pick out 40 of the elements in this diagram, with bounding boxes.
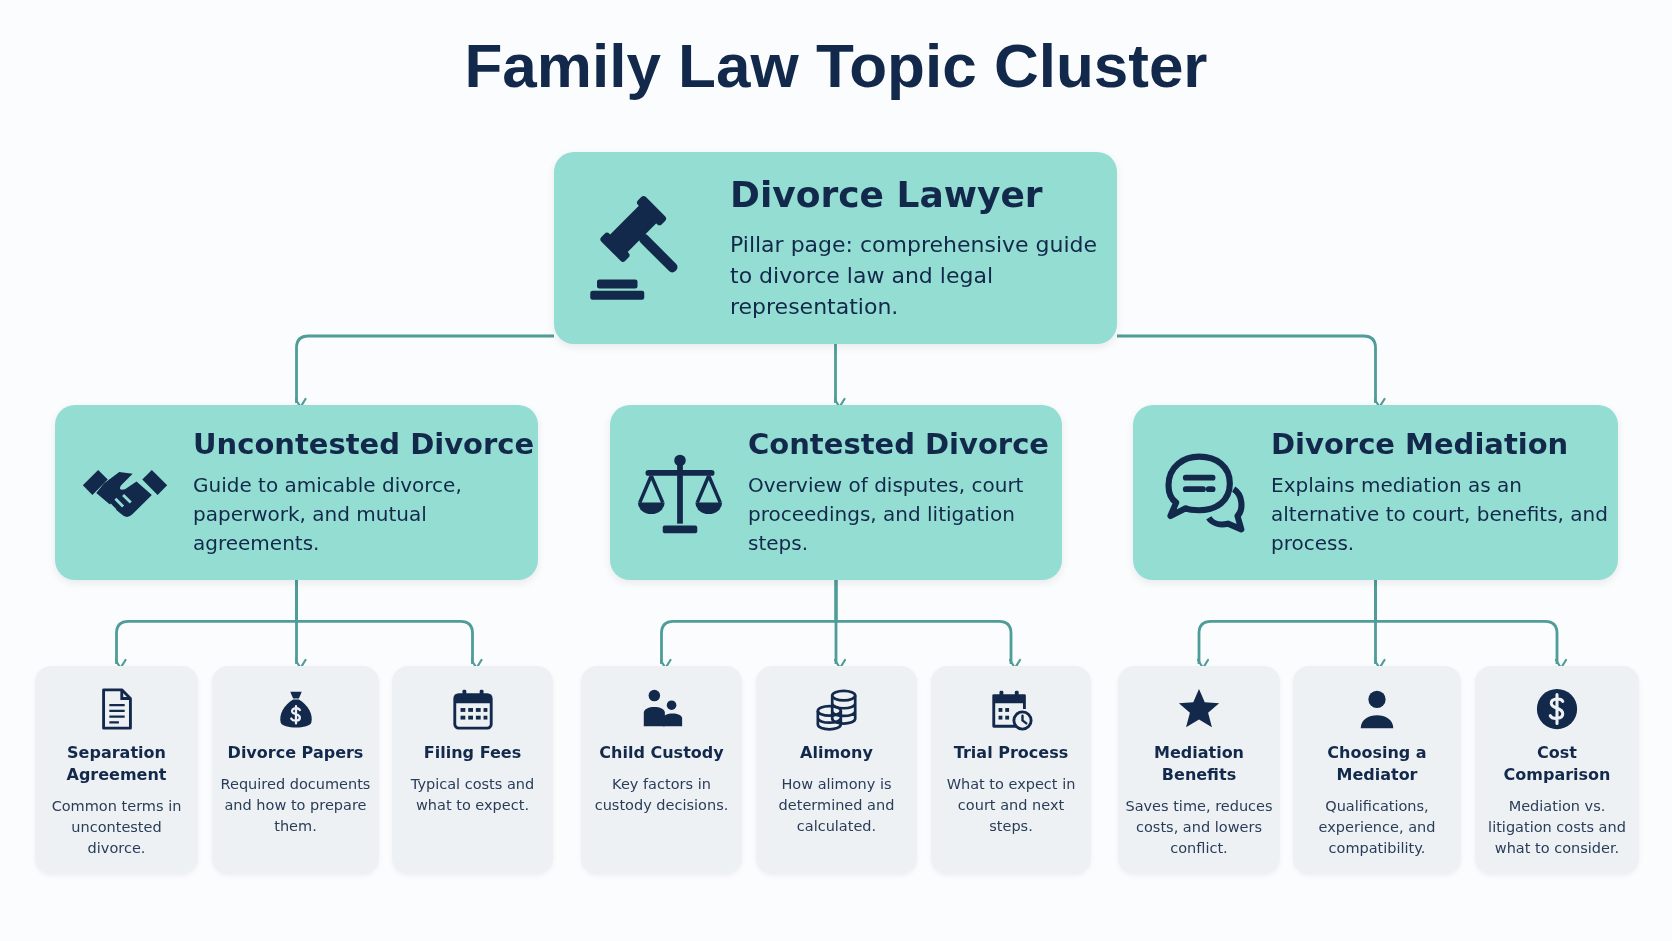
topic-card [35,666,198,874]
node-heading: Alimony [800,742,873,764]
topic-card [931,666,1091,874]
node-description: Guide to amicable divorce, paperwork, and mutual agreements. [193,472,463,557]
node-heading: Child Custody [599,742,724,764]
topic-card [392,666,553,874]
node-description: Key factors in custody decisions. [593,775,730,815]
topic-card [756,666,917,874]
node-heading: Mediation Benefits [1153,742,1245,786]
diagram-title: Family Law Topic Cluster [464,30,1208,101]
topic-card [1293,666,1461,874]
node-heading: Contested Divorce [748,427,1051,461]
node-heading: Choosing a Mediator [1326,742,1428,786]
node-description: How alimony is determined and calculated. [777,775,896,836]
node-description: Pillar page: comprehensive guide to divorce law and legal representation. [730,231,1099,321]
node-description: Explains mediation as an alternative to court, benefits, and process. [1271,472,1609,557]
category-box [610,405,1062,580]
pillar-box [554,152,1117,344]
node-description: What to expect in court and next steps. [945,775,1077,836]
node-description: Mediation vs. litigation costs and what to consider. [1487,797,1627,858]
node-heading: Divorce Lawyer [730,174,1044,215]
topic-card [1118,666,1280,874]
node-description: Required documents and how to prepare them. [219,775,372,836]
topic-card [212,666,379,874]
node-heading: Filing Fees [423,742,522,764]
node-heading: Separation Agreement [65,742,168,786]
node-heading: Divorce Papers [227,742,364,764]
category-box [1133,405,1618,580]
category-box [55,405,538,580]
node-description: Common terms in uncontested divorce. [50,797,183,858]
node-description: Saves time, reduces costs, and lowers conflict. [1124,797,1274,858]
node-heading: Cost Comparison [1502,742,1612,786]
node-heading: Trial Process [953,742,1069,764]
node-description: Typical costs and what to expect. [409,775,536,815]
node-description: Overview of disputes, court proceedings, and litigation steps. [748,472,1025,557]
node-description: Qualifications, experience, and compatibility. [1317,797,1437,858]
node-heading: Uncontested Divorce [193,427,536,461]
topic-card [581,666,742,874]
topic-card [1475,666,1639,874]
node-heading: Divorce Mediation [1271,427,1570,461]
